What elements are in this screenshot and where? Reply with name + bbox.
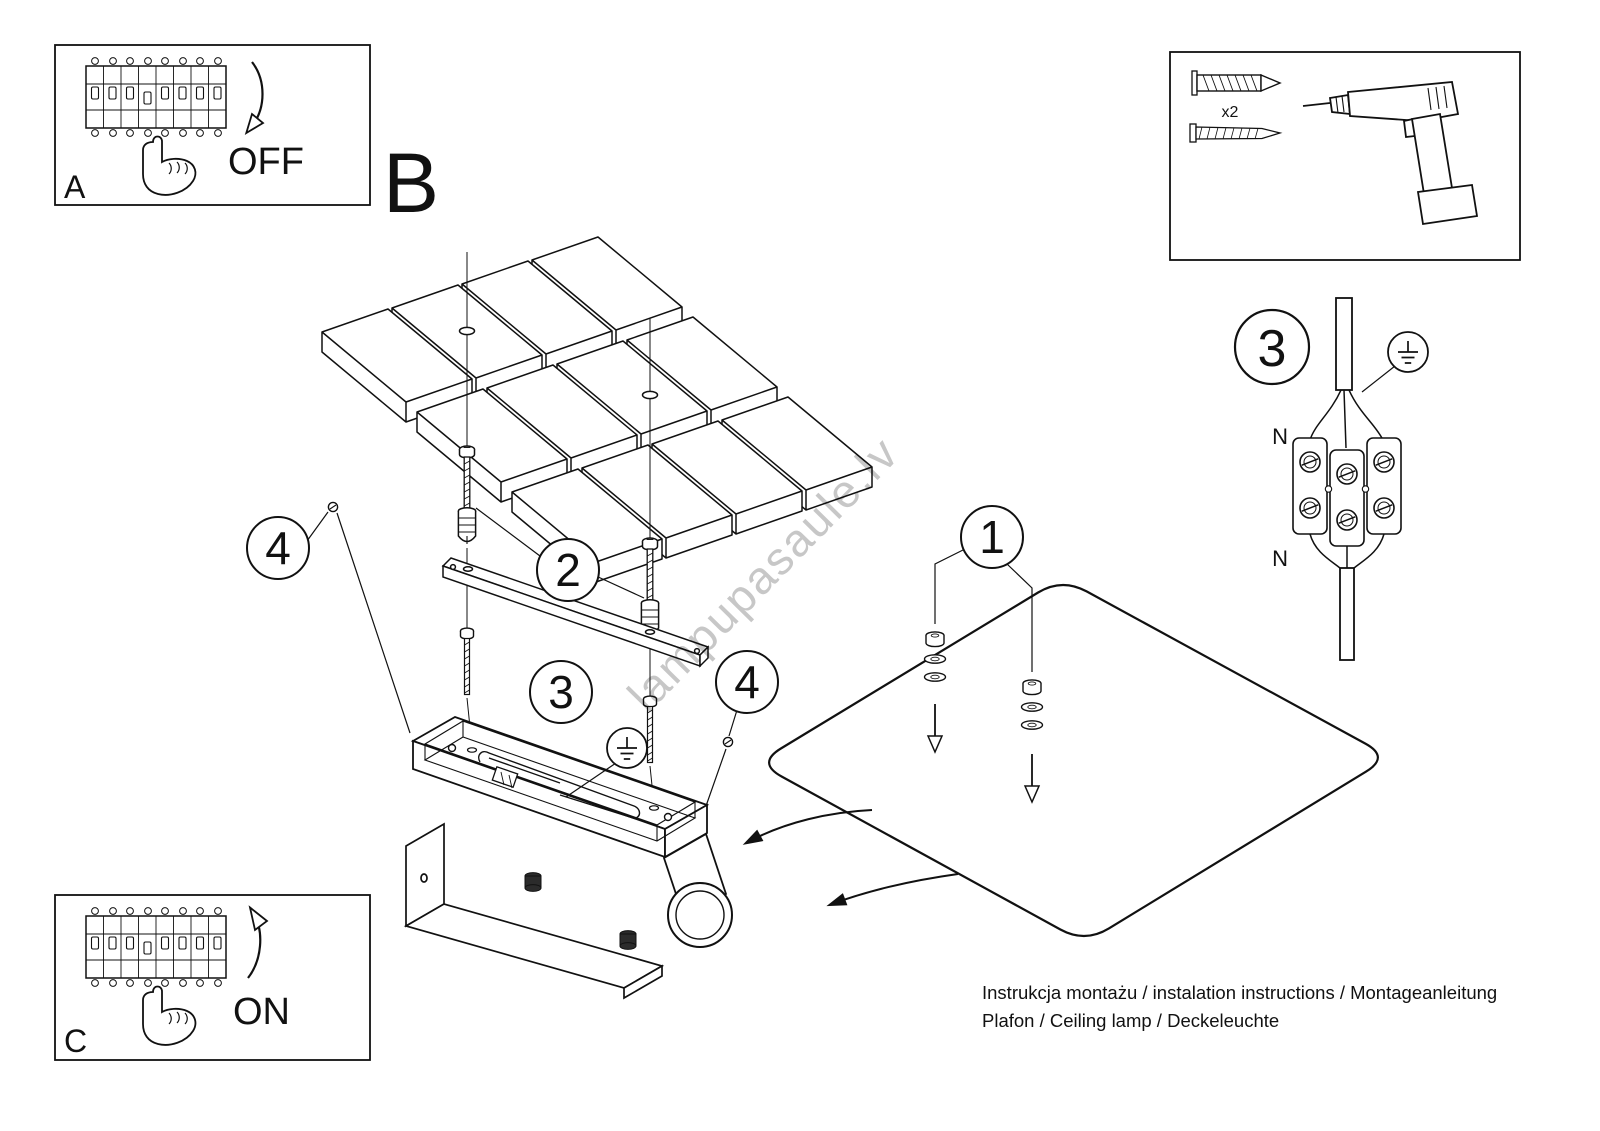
box-a-letter: A xyxy=(64,169,86,205)
tile-drill-hole xyxy=(458,326,476,336)
lamp-socket xyxy=(662,832,733,948)
drill-icon xyxy=(1302,81,1479,226)
screw-icon xyxy=(1189,123,1283,143)
screw-axis-lines xyxy=(466,252,655,806)
callout-4l-circle xyxy=(246,516,310,580)
callout-4r-circle xyxy=(715,650,779,714)
terminal-block-icon xyxy=(491,765,519,789)
lamp-housing xyxy=(410,716,710,859)
step-3-label: 3 xyxy=(548,666,574,718)
assembly-arrows xyxy=(742,809,959,907)
earth-symbol-icon xyxy=(1387,331,1429,373)
housing-wiring xyxy=(447,743,673,822)
callout-3-wiring-circle xyxy=(1233,308,1311,386)
supply-cable xyxy=(1335,297,1353,391)
housing-hole xyxy=(466,747,478,753)
earth-leader xyxy=(565,762,617,798)
nut-washer-stack xyxy=(1020,679,1044,730)
housing-hole xyxy=(648,805,660,811)
step-4-label: 4 xyxy=(265,522,291,574)
tools-box: x2 xyxy=(1169,51,1521,261)
socket-inner xyxy=(675,890,725,940)
power-off-label: OFF xyxy=(228,141,304,183)
callout-1-circle xyxy=(960,505,1024,569)
terminal-connector xyxy=(1292,437,1402,547)
earth-symbol-icon xyxy=(606,727,648,769)
side-screw-icon xyxy=(722,736,734,748)
step-c-power-on-panel: C ON xyxy=(54,894,371,1061)
wall-plug-icon xyxy=(1191,70,1282,96)
callout-3-circle xyxy=(529,660,593,724)
switch-on-arrowhead xyxy=(248,905,269,932)
cable-cores xyxy=(1309,389,1384,449)
output-cores xyxy=(1309,533,1385,569)
diffuser-panel xyxy=(768,583,1379,938)
neutral-label-bottom: N xyxy=(1272,546,1288,571)
callout-4l-leaders xyxy=(306,511,411,734)
callout-step-3-main: 3 xyxy=(529,660,648,798)
box-c-letter: C xyxy=(64,1023,87,1059)
tile-drill-hole xyxy=(641,390,659,400)
mounting-bracket xyxy=(441,557,710,668)
step-3-label: 3 xyxy=(1258,320,1287,378)
callout-4r-leaders xyxy=(705,709,738,807)
panel-fasteners: 1 xyxy=(923,505,1044,803)
fixing-screw-left xyxy=(459,627,475,696)
step-2-label: 2 xyxy=(555,544,581,596)
callout-step-4-left: 4 xyxy=(246,501,411,734)
callout-2-leaders xyxy=(475,507,645,599)
footer-line-2: Plafon / Ceiling lamp / Deckeleuchte xyxy=(982,1010,1279,1031)
step-b-label: B xyxy=(383,136,439,230)
neutral-label-top: N xyxy=(1272,424,1288,449)
step-a-power-off-panel: A OFF xyxy=(54,44,371,206)
wiring-detail: 3 N N xyxy=(1233,297,1429,661)
lamp-base-plate xyxy=(403,822,665,1000)
nut-washer-stack xyxy=(923,631,947,682)
callout-step-2: 2 xyxy=(475,507,645,602)
power-on-label: ON xyxy=(233,991,290,1033)
breaker-panel-icon xyxy=(85,906,227,988)
step-1-label: 1 xyxy=(979,511,1005,563)
side-screw-icon xyxy=(327,501,339,513)
callout-2-circle xyxy=(536,538,600,602)
switch-off-arrowhead xyxy=(244,112,265,135)
spacer-studs xyxy=(524,872,637,950)
output-cable xyxy=(1339,567,1355,661)
callout-1-leaders xyxy=(934,549,1033,672)
footer-line-1: Instrukcja montażu / instalation instruc… xyxy=(982,982,1497,1003)
step-4-label: 4 xyxy=(734,656,760,708)
wall-plug-qty: x2 xyxy=(1222,104,1239,121)
breaker-panel-icon xyxy=(85,56,227,138)
callout-step-4-right: 4 xyxy=(705,650,779,807)
ceiling-tile-grid xyxy=(321,236,873,583)
